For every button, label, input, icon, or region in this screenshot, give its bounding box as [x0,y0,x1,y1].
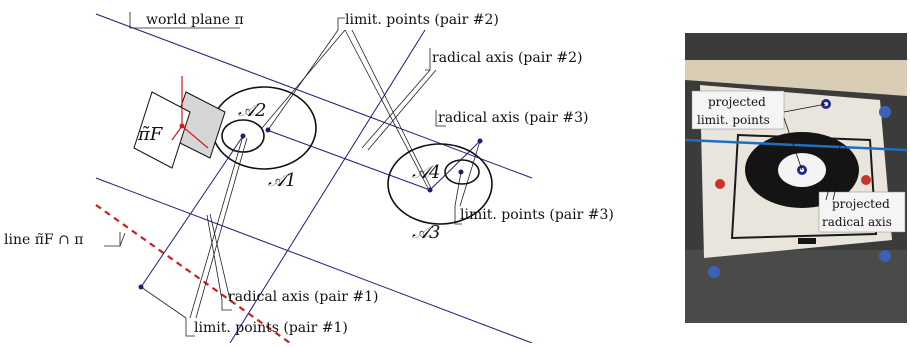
paper-shade [685,60,907,96]
limit-points [138,127,483,290]
camera-axis-red [181,125,209,149]
diagram-labels: world plane π limit. points (pair #2) ra… [4,12,614,336]
projected-radical-axis-line [684,138,908,152]
limit-points-1-label: limit. points (pair #1) [194,320,348,336]
projected-axis-label-1: projected [832,197,890,211]
limit-points-3-label: limit. points (pair #3) [460,207,614,223]
leader-projected-points [783,117,803,171]
leader-limit-1 [189,135,244,319]
camera-center [179,123,185,129]
camera-plane-front [133,91,191,169]
circle-a3 [387,143,493,225]
leader-projected-points [783,103,827,113]
leader-limit-2 [261,29,346,129]
circle-a3-label: 𝒜3 [412,222,440,243]
radical-axis-1-label: radical axis (pair #1) [228,289,378,305]
radical-axis-2-line [229,29,426,344]
leader-radical-2 [361,69,431,149]
leader-limit-2 [351,29,433,191]
marker-red [861,175,871,185]
intersection-line-dashed [95,204,291,344]
circle-a4-label: 𝒜4 [412,162,440,183]
leader-limit-3 [454,206,462,225]
marker-red [715,179,725,189]
circle-a2-label: 𝒜2 [238,100,266,121]
marker-blue [879,250,891,262]
leader-intersection [119,232,126,247]
marker-black [798,238,816,244]
leader-radical-2 [367,69,437,151]
leader-limit-2 [337,17,345,30]
photo-panel: projected limit. points projected radica… [684,33,908,323]
leader-limit-1 [195,137,248,319]
leader-radical-1 [209,213,231,301]
leader-lines [104,12,481,337]
projected-points-box [691,90,785,130]
camera-axis-red [171,125,183,141]
projected-points-label-1: projected [708,95,766,109]
diagram-lines [95,13,533,344]
leader-world-plane [129,12,240,29]
intersection-line-label: line π̃F ∩ π [4,232,83,248]
leader-limit-2 [344,29,429,189]
circle-a4 [444,159,480,185]
leader-limit-3 [454,171,462,207]
world-plane-label: world plane π [146,12,244,28]
leader-projected-axis [832,145,847,201]
circle-a1-label: 𝒜1 [268,170,296,191]
radical-axis-3-label: radical axis (pair #3) [438,110,588,126]
photo-floor [685,250,907,323]
projected-points-label-2: limit. points [697,113,770,127]
limit-points-2-label: limit. points (pair #2) [345,12,499,28]
leader-limit-1 [140,286,187,319]
world-plane-edge-bottom [95,177,533,344]
leader-radical-2 [425,48,431,71]
radical-axis-2-label: radical axis (pair #2) [432,50,582,66]
center-line-1 [266,129,431,191]
leader-radical-1 [221,300,232,311]
leader-limit-3 [459,140,481,207]
camera-plane-icon [133,76,226,169]
leader-intersection [104,232,121,247]
leader-radical-1 [206,214,223,301]
world-plane-edge-top [95,13,533,179]
limit-points-connector [140,135,244,288]
camera-plane-label: π̃F [137,124,164,145]
center-line-3 [429,140,481,191]
projected-axis-label-2: radical axis [822,215,892,229]
marker-blue [708,266,720,278]
leader-radical-3 [435,110,446,127]
leader-limit-1 [185,318,195,337]
leader-projected-axis [825,145,841,201]
marker-blue [879,106,891,118]
